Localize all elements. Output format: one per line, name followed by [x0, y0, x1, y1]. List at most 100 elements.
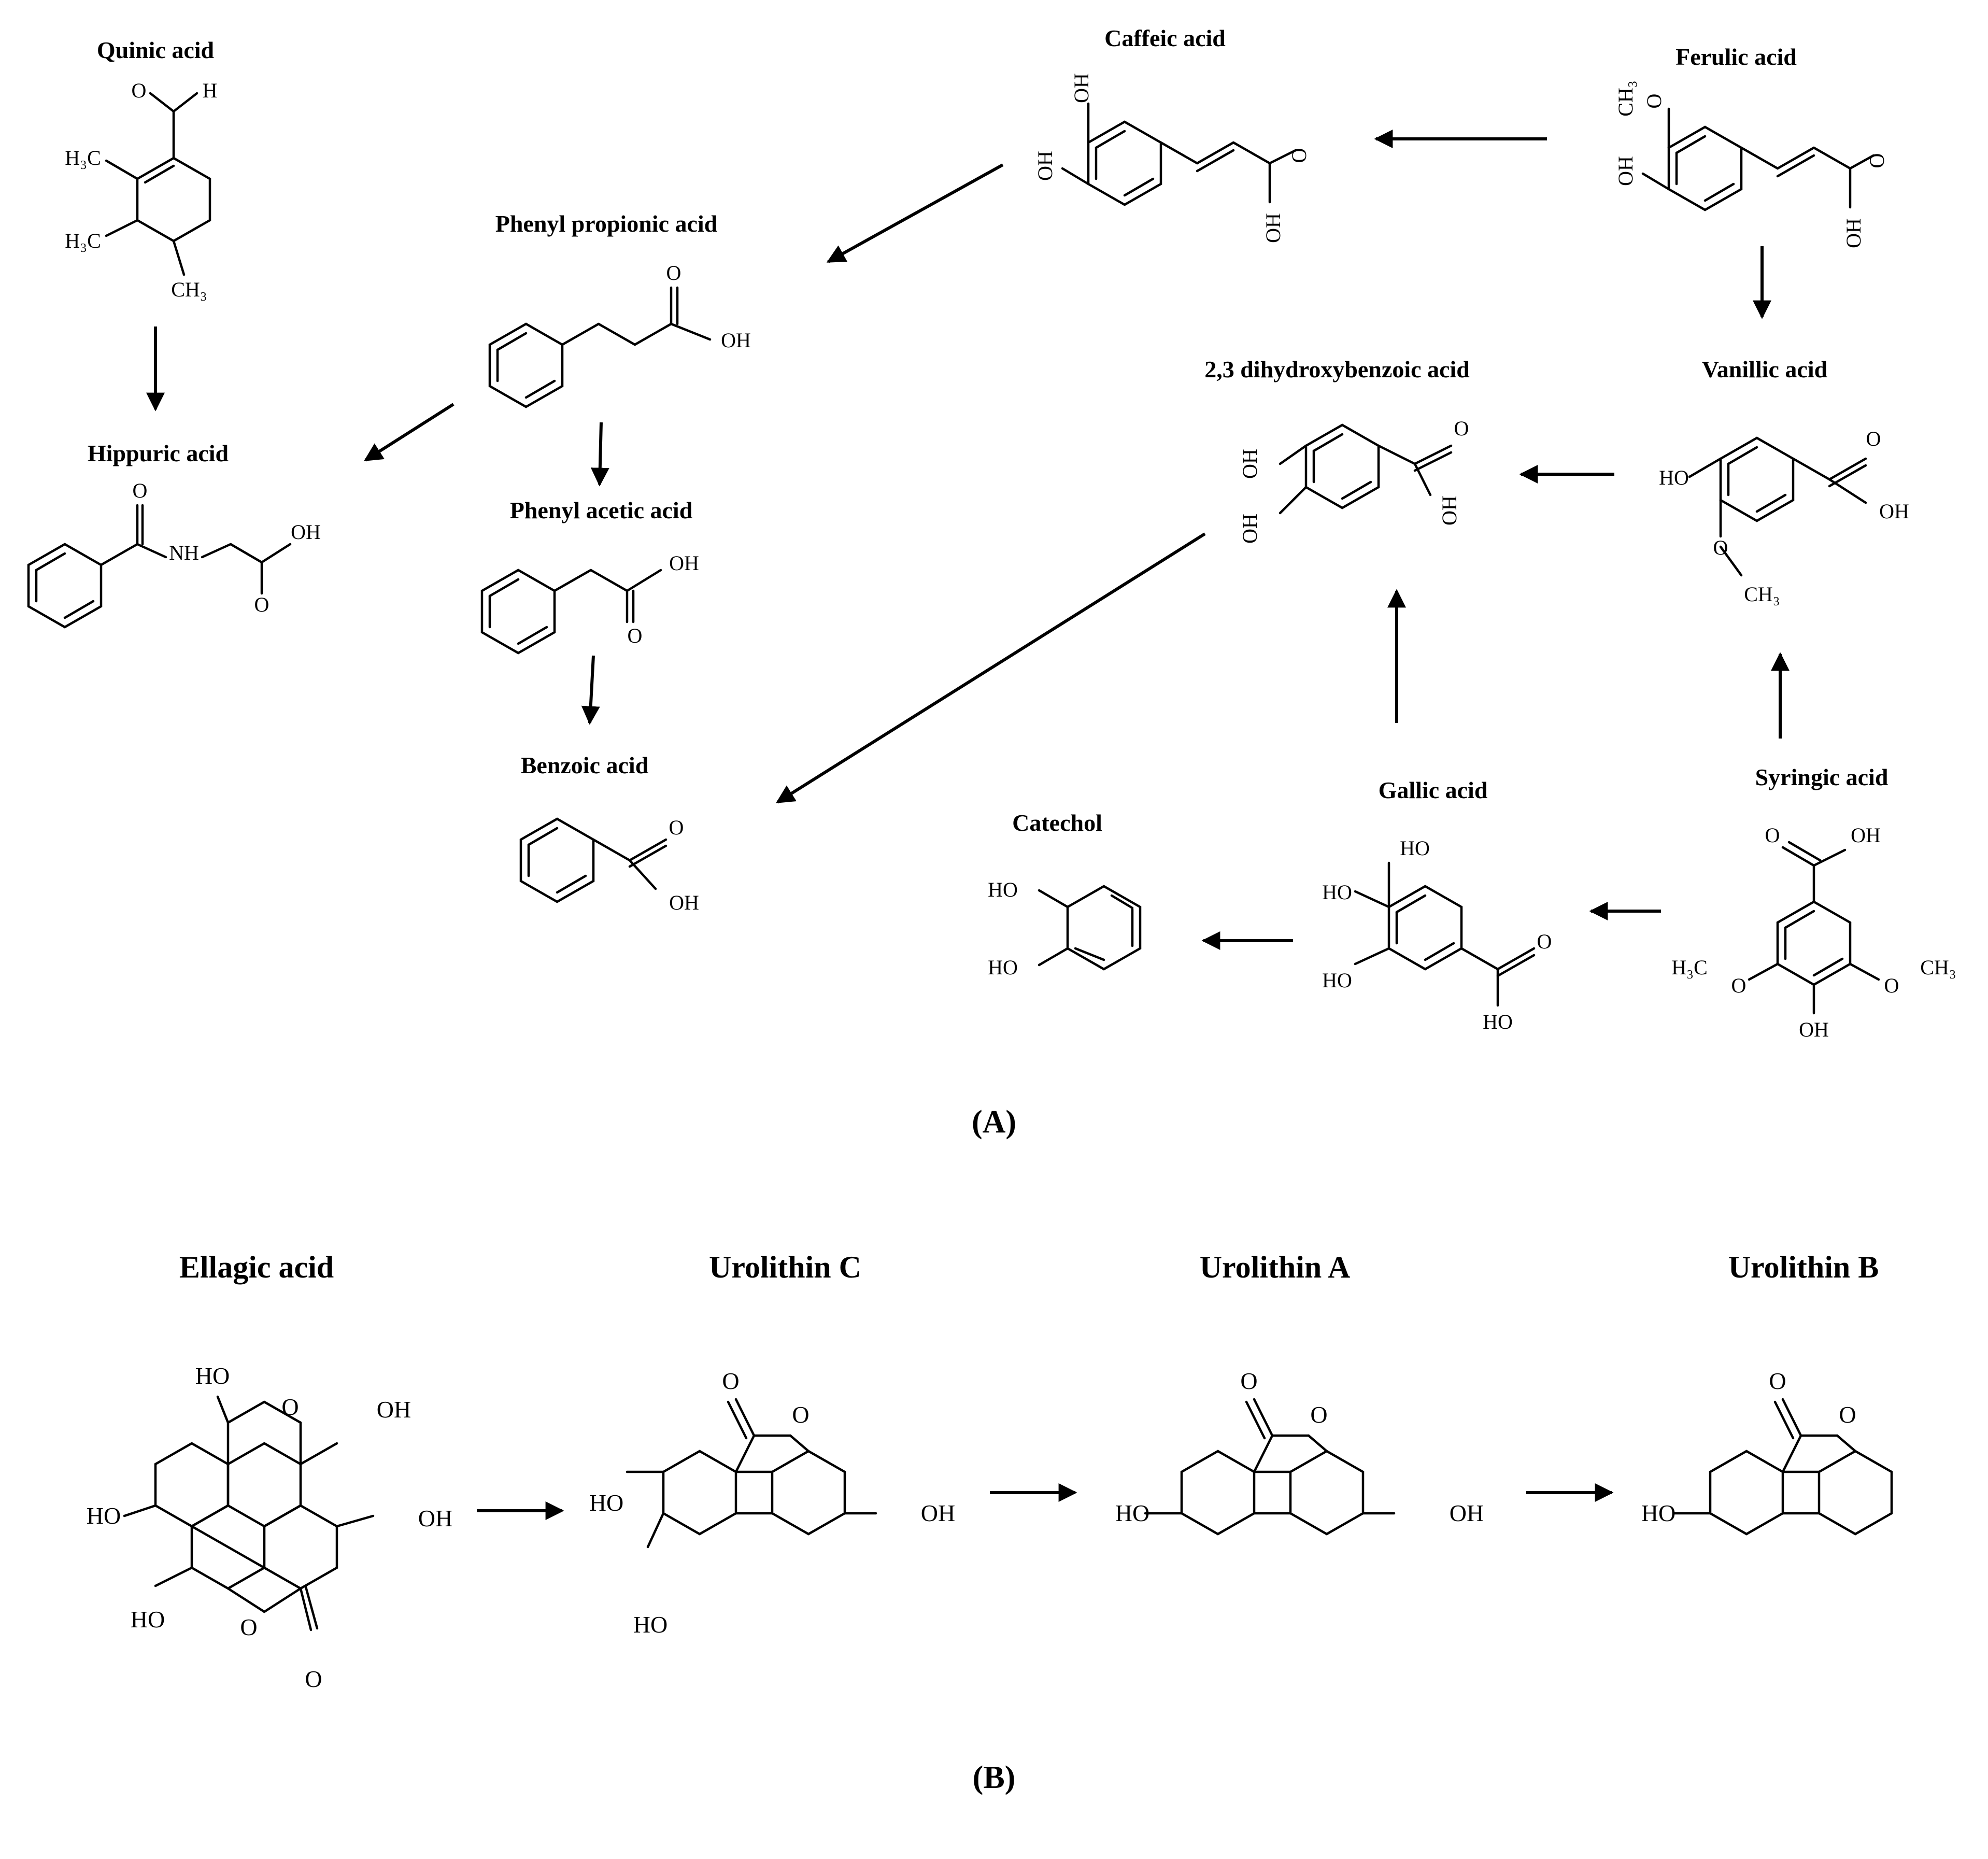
atom-o: O [722, 1368, 739, 1394]
label-urolithin-b: Urolithin B [1728, 1250, 1879, 1284]
atom-o: O [281, 1394, 299, 1420]
atom-oh: OH [1842, 218, 1865, 248]
label-vanillic-acid: Vanillic acid [1702, 356, 1828, 382]
label-hippuric-acid: Hippuric acid [88, 440, 229, 466]
atom-oh: OH [1438, 495, 1461, 526]
panel-b-label: (B) [973, 1760, 1016, 1795]
atom-h3c: H₃C [65, 229, 101, 252]
label-ferulic-acid: Ferulic acid [1675, 44, 1797, 70]
atom-o: O [254, 593, 269, 616]
atom-oh: OH [1238, 514, 1261, 544]
atom-oh: OH [1238, 449, 1261, 479]
label-urolithin-a: Urolithin A [1200, 1250, 1351, 1284]
atom-ho: HO [1483, 1010, 1513, 1033]
atom-ho: HO [1115, 1500, 1149, 1526]
atom-o: O [1865, 153, 1888, 168]
structure-urolithin-c: O O HO HO OH [589, 1368, 955, 1638]
atom-ch3: CH₃ [1920, 956, 1956, 979]
atom-o: O [305, 1666, 322, 1692]
atom-oh: OH [377, 1396, 411, 1423]
structure-syringic-acid: O OH H₃C O O CH₃ OH [1671, 824, 1956, 1041]
atom-oh: OH [1851, 824, 1881, 847]
structure-ferulic-acid: O CH₃ OH O OH [1614, 80, 1888, 248]
atom-oh: OH [1033, 151, 1057, 181]
structure-benzoic-acid: O OH [519, 816, 699, 914]
atom-o: O [792, 1401, 809, 1428]
atom-o: O [240, 1614, 257, 1640]
panel-a-arrows [146, 130, 1790, 950]
label-catechol: Catechol [1012, 810, 1102, 836]
atom-oh: OH [291, 520, 321, 544]
atom-o: O [1866, 427, 1881, 450]
atom-oh: OH [921, 1500, 955, 1526]
panel-b-arrows [477, 1483, 1614, 1520]
structure-quinic-acid: O H H₃C H₃C CH₃ [65, 79, 217, 301]
atom-o: O [1310, 1401, 1327, 1428]
atom-ch3: CH₃ [1744, 583, 1780, 606]
arrow-propionic-to-hippuric [363, 403, 455, 462]
arrow-caffeic-to-propionic [826, 163, 1004, 263]
label-ellagic-acid: Ellagic acid [179, 1250, 334, 1284]
atom-ho: HO [1641, 1500, 1675, 1526]
structure-catechol: HO HO [988, 878, 1142, 979]
atom-ho: HO [1659, 466, 1689, 489]
structure-caffeic-acid: OH OH O OH [1033, 73, 1311, 243]
atom-ho: HO [131, 1606, 165, 1633]
atom-o: O [132, 79, 147, 102]
panel-a-label: (A) [972, 1104, 1016, 1140]
atom-ho: HO [1400, 836, 1430, 860]
atom-o: O [1731, 974, 1746, 997]
atom-ch3: CH₃ [171, 278, 207, 301]
atom-nh: NH [169, 541, 199, 564]
structure-urolithin-b: O O HO [1641, 1368, 1893, 1536]
atom-ch3: CH₃ [1614, 80, 1637, 117]
label-quinic-acid: Quinic acid [97, 37, 215, 63]
atom-o: O [1642, 94, 1666, 109]
structure-ellagic-acid: HO O OH HO OH HO O O [87, 1363, 452, 1692]
atom-ho: HO [988, 878, 1018, 901]
label-caffeic-acid: Caffeic acid [1104, 25, 1226, 51]
atom-h: H [203, 79, 218, 102]
arrow-acetic-to-benzoic [581, 655, 600, 725]
label-syringic-acid: Syringic acid [1755, 764, 1888, 790]
label-phenyl-propionic-acid: Phenyl propionic acid [495, 210, 718, 237]
atom-ho: HO [87, 1502, 121, 1529]
atom-ho: HO [589, 1489, 623, 1516]
atom-o: O [1765, 824, 1780, 847]
atom-oh: OH [721, 329, 751, 352]
atom-o: O [1287, 148, 1311, 163]
atom-ho: HO [195, 1363, 230, 1389]
structure-hippuric-acid: O NH OH O [27, 479, 321, 629]
structure-vanillic-acid: HO O CH₃ O OH [1659, 427, 1909, 606]
structure-phenyl-acetic-acid: OH O [480, 551, 699, 655]
atom-ho: HO [1322, 881, 1352, 904]
atom-o: O [1240, 1368, 1257, 1394]
label-gallic-acid: Gallic acid [1379, 777, 1488, 803]
label-dihydroxybenzoic-acid: 2,3 dihydroxybenzoic acid [1204, 356, 1470, 382]
atom-ho: HO [1322, 969, 1352, 992]
atom-o: O [1537, 930, 1552, 953]
structure-urolithin-a: O O HO OH [1115, 1368, 1484, 1536]
arrow-dihydroxybenzoic-to-benzoic [775, 532, 1206, 804]
atom-ho: HO [988, 956, 1018, 979]
atom-oh: OH [1070, 73, 1093, 103]
atom-oh: OH [669, 551, 699, 575]
atom-o: O [628, 624, 643, 647]
atom-o: O [1884, 974, 1899, 997]
atom-oh: OH [1614, 156, 1637, 186]
atom-o: O [1839, 1401, 1856, 1428]
atom-oh: OH [418, 1505, 452, 1531]
label-benzoic-acid: Benzoic acid [521, 752, 649, 778]
label-phenyl-acetic-acid: Phenyl acetic acid [510, 497, 693, 523]
atom-o: O [669, 816, 684, 839]
atom-h3c: H₃C [1671, 956, 1708, 979]
structure-dihydroxybenzoic-acid: OH OH O OH [1238, 417, 1469, 544]
atom-oh: OH [1879, 500, 1909, 523]
label-urolithin-c: Urolithin C [709, 1250, 861, 1284]
structure-gallic-acid: HO HO HO O HO [1322, 836, 1552, 1033]
atom-oh: OH [1799, 1018, 1829, 1041]
atom-oh: OH [1261, 213, 1285, 243]
atom-o: O [1713, 536, 1728, 559]
structure-phenyl-propionic-acid: O OH [488, 261, 751, 408]
